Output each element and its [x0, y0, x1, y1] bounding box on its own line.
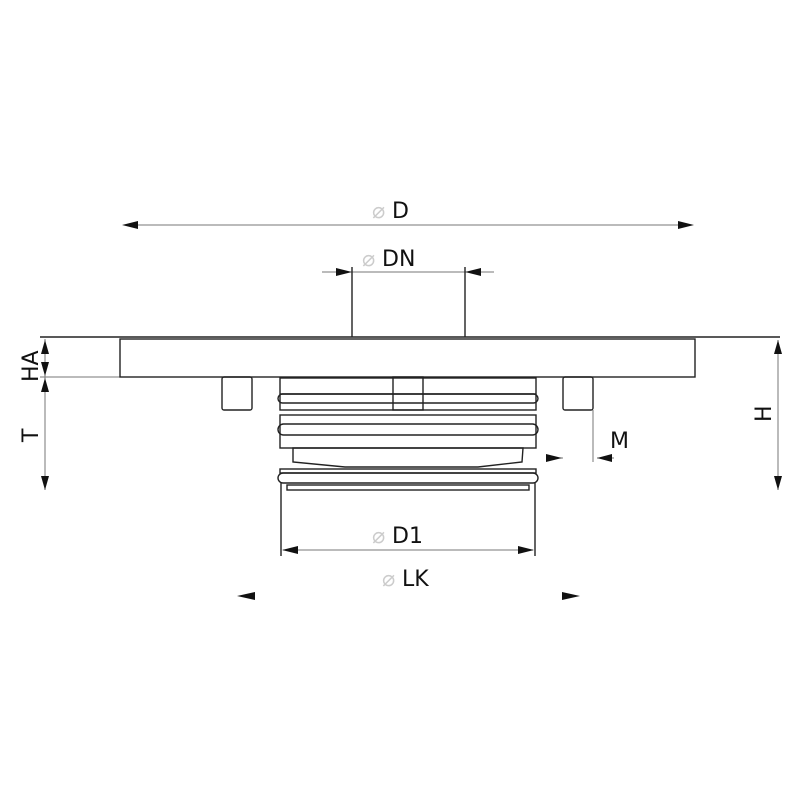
dimension-lk: ⌀ LK	[237, 567, 580, 600]
label-dn: DN	[382, 247, 415, 272]
dimension-m: M	[546, 410, 629, 462]
label-d: D	[392, 199, 409, 224]
diameter-symbol: ⌀	[362, 247, 375, 272]
threaded-body	[277, 376, 539, 491]
dimension-d: ⌀ D	[122, 199, 694, 229]
label-lk: LK	[402, 567, 429, 592]
dimension-h: H	[752, 340, 782, 490]
dimension-dn: ⌀ DN	[322, 247, 494, 337]
pin-left	[221, 376, 253, 411]
diameter-symbol: ⌀	[372, 524, 385, 549]
pin-right	[562, 376, 594, 411]
flange-plate	[119, 338, 696, 378]
diameter-symbol: ⌀	[372, 199, 385, 224]
dimension-d1: ⌀ D1	[280, 483, 536, 556]
label-ha: HA	[19, 350, 44, 382]
label-h: H	[752, 405, 777, 422]
dimension-ha-t: HA T	[19, 339, 49, 490]
label-d1: D1	[392, 524, 423, 549]
label-t: T	[19, 428, 44, 443]
label-m: M	[610, 429, 629, 454]
diameter-symbol: ⌀	[382, 567, 395, 592]
